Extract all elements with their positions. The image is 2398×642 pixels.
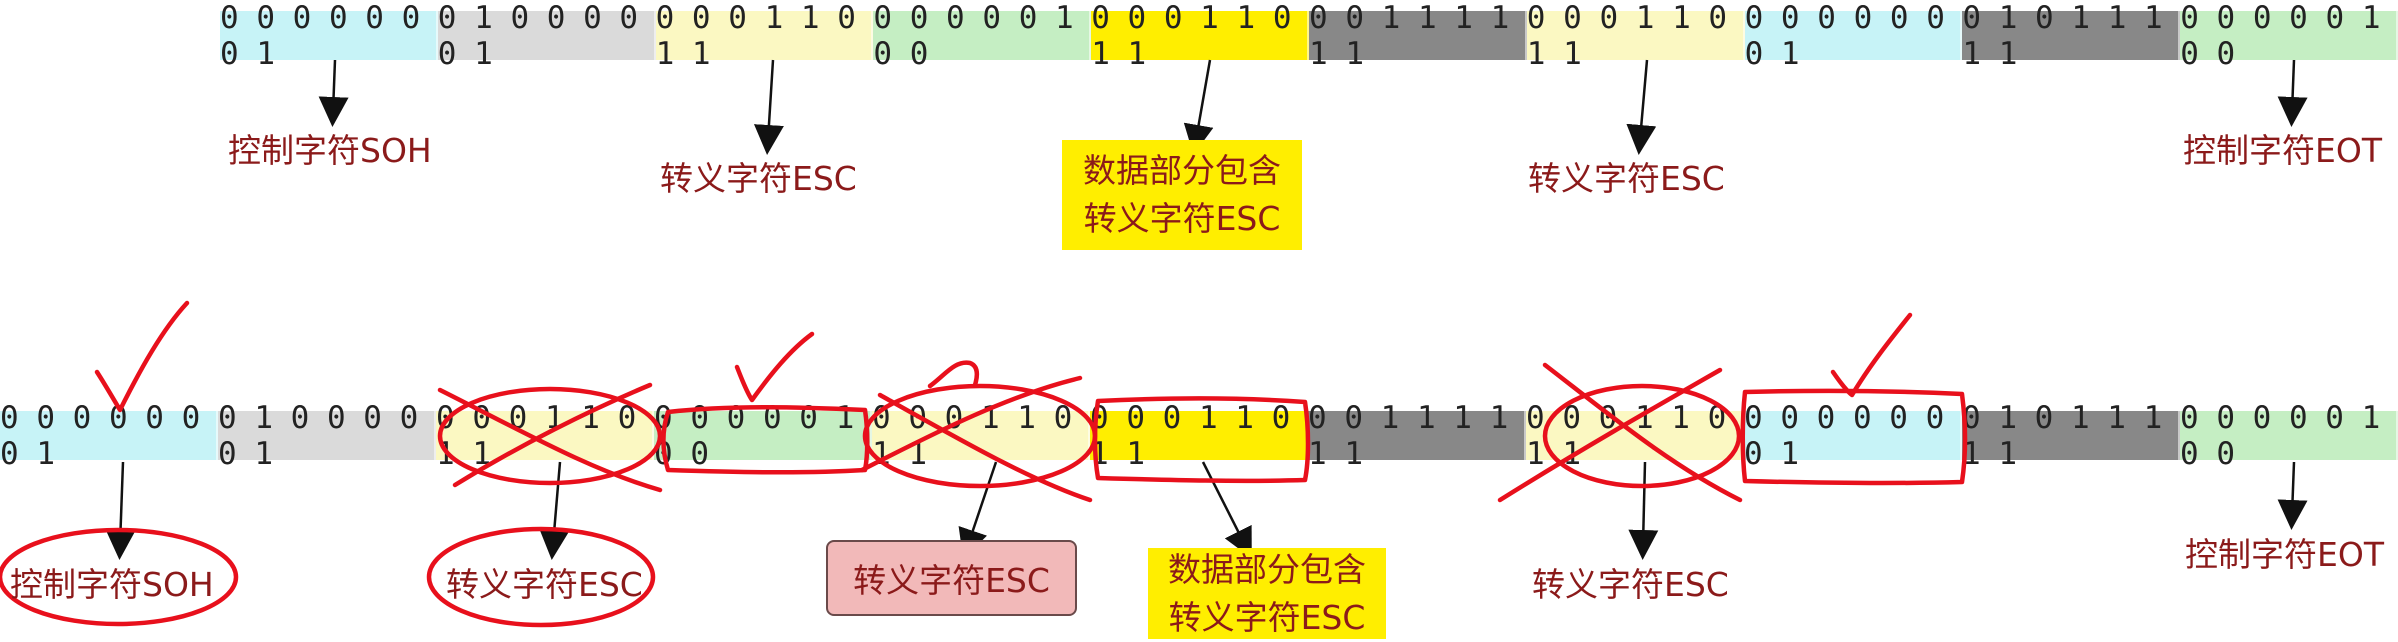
label-bot-esc2: 转义字符ESC <box>1532 565 1729 604</box>
arrow-bot-esc-box <box>958 461 998 560</box>
label-top-data: 数据部分包含 转义字符ESC <box>1062 140 1302 250</box>
arrow-bot-soh <box>105 461 136 560</box>
byte-segment: 0 0 0 0 0 0 0 1 <box>1744 400 1962 472</box>
outline-data-100 <box>661 405 870 475</box>
label-bot-data-line2: 转义字符ESC <box>1168 597 1366 637</box>
circle-esc-box <box>862 383 1098 489</box>
circle-soh-label <box>0 527 239 627</box>
outline-soh2 <box>1740 388 1968 486</box>
circle-esc2 <box>1542 383 1742 489</box>
arrow-top-soh <box>318 59 349 127</box>
arrow-top-esc2 <box>1626 59 1657 155</box>
cross-esc-box <box>859 375 1093 503</box>
label-top-esc1: 转义字符ESC <box>660 159 857 198</box>
label-top-esc2: 转义字符ESC <box>1528 159 1725 198</box>
label-top-soh: 控制字符SOH <box>228 131 432 170</box>
arrow-top-esc1 <box>753 59 784 155</box>
arrow-bot-esc1 <box>539 461 570 560</box>
label-bot-data: 数据部分包含 转义字符ESC <box>1148 548 1386 639</box>
checkmark-data <box>734 331 815 403</box>
checkmark-soh2 <box>1830 312 1913 398</box>
label-bot-esc-box: 转义字符ESC <box>826 540 1077 616</box>
checkmark-soh <box>94 300 190 413</box>
arrow-top-eot <box>2277 59 2308 127</box>
arrow-bot-eot <box>2277 461 2308 530</box>
label-top-data-line1: 数据部分包含 <box>1083 151 1281 190</box>
arrow-bot-data <box>1201 461 1252 559</box>
label-bot-soh: 控制字符SOH <box>10 565 214 604</box>
outline-data-esc <box>1092 396 1311 484</box>
circle-esc1-label <box>426 526 656 628</box>
cross-esc2 <box>1497 362 1743 503</box>
label-top-eot: 控制字符EOT <box>2183 131 2382 170</box>
arrow-bot-esc2 <box>1628 461 1659 560</box>
arrow-top-data <box>1183 59 1214 155</box>
bump-esc-box <box>927 360 980 389</box>
cross-esc1 <box>437 382 663 493</box>
label-bot-data-line1: 数据部分包含 <box>1168 549 1366 589</box>
circle-esc1 <box>437 386 663 486</box>
label-bot-esc1: 转义字符ESC <box>446 565 643 604</box>
label-top-data-line2: 转义字符ESC <box>1083 199 1281 238</box>
label-bot-eot: 控制字符EOT <box>2185 535 2384 574</box>
